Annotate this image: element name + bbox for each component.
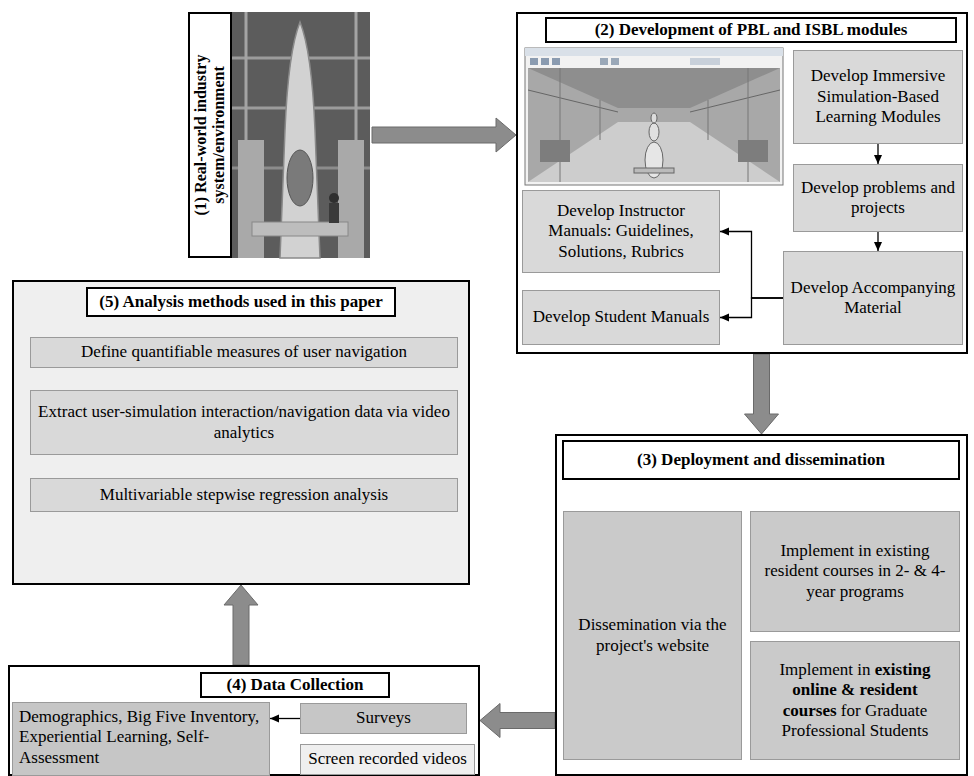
box-label: Screen recorded videos <box>308 749 467 769</box>
text-group: Implement inexisting online & resident c… <box>757 660 953 742</box>
pillar <box>600 100 601 140</box>
box-label: Define quantifiable measures of user nav… <box>81 342 407 362</box>
station <box>540 140 570 162</box>
side-structure <box>338 140 364 258</box>
pillar <box>708 100 709 140</box>
step-arrow <box>720 298 783 318</box>
flow-arrow <box>224 585 258 665</box>
process-box: Dissemination via the project's website <box>563 511 742 760</box>
box-label: Develop Immersive Simulation-Based Learn… <box>800 66 956 127</box>
text-group: Screen recorded videos <box>308 749 467 769</box>
box-label: Extract user-simulation interaction/navi… <box>37 402 451 443</box>
perspective-line <box>528 90 618 112</box>
box-label: Dissemination via the project's website <box>570 615 735 656</box>
process-box: Demographics, Big Five Inventory, Experi… <box>12 702 270 776</box>
box-label: Develop Accompanying Material <box>790 278 956 319</box>
aircraft-wing <box>634 168 674 173</box>
simulation-screenshot <box>525 48 783 185</box>
box-label: Implement in <box>779 660 870 679</box>
aircraft-model <box>649 123 659 141</box>
box-label: Develop Instructor Manuals: Guidelines, … <box>529 201 713 262</box>
tool-icon <box>552 58 560 65</box>
process-box: Develop Immersive Simulation-Based Learn… <box>793 50 963 144</box>
aircraft-model <box>651 113 657 123</box>
view-area <box>528 68 780 182</box>
process-box: Extract user-simulation interaction/navi… <box>30 390 458 455</box>
text-group: Implement in existing resident courses i… <box>757 541 953 602</box>
process-box: Develop Instructor Manuals: Guidelines, … <box>522 190 720 273</box>
window-frame <box>525 48 783 185</box>
worker-body <box>329 203 339 223</box>
aircraft-photo <box>232 12 370 258</box>
flow-arrow <box>745 354 779 434</box>
process-box: Develop problems and projects <box>793 164 963 232</box>
box-label: Demographics, Big Five Inventory, Experi… <box>19 707 263 768</box>
perspective-line <box>690 90 780 112</box>
stage-box: (4) Data CollectionDemographics, Big Fiv… <box>8 665 480 776</box>
vertical-label: (1) Real-world industry system/environme… <box>188 12 232 258</box>
floor <box>528 122 780 182</box>
text-group: Surveys <box>356 708 411 728</box>
stage-heading: (3) Deployment and dissemination <box>562 440 960 480</box>
step-arrow <box>877 144 878 164</box>
box-label: Implement in existing resident courses i… <box>757 541 953 602</box>
tool-icon <box>541 58 549 65</box>
box-label: Develop Student Manuals <box>533 307 710 327</box>
text-group: Define quantifiable measures of user nav… <box>81 342 407 362</box>
step-arrow <box>877 232 878 251</box>
stage-heading: (4) Data Collection <box>200 672 390 698</box>
title-bar <box>525 48 783 56</box>
text-group: Develop Student Manuals <box>533 307 710 327</box>
ceiling <box>528 68 780 108</box>
station <box>738 140 768 162</box>
step-arrow <box>720 232 783 299</box>
stage-heading: (5) Analysis methods used in this paper <box>86 287 396 317</box>
stage-box: (2) Development of PBL and ISBL modulesD… <box>516 12 968 354</box>
text-group: Demographics, Big Five Inventory, Experi… <box>19 707 263 768</box>
pillar <box>748 68 749 182</box>
stage-box: (3) Deployment and disseminationDissemin… <box>555 434 968 776</box>
process-box: Surveys <box>300 703 467 734</box>
pillar <box>560 68 561 182</box>
tool-field <box>690 58 720 65</box>
text-group: Extract user-simulation interaction/navi… <box>37 402 451 443</box>
text-group: Dissemination via the project's website <box>570 615 735 656</box>
text-group: Develop Immersive Simulation-Based Learn… <box>800 66 956 127</box>
system-panel: (1) Real-world industry system/environme… <box>188 12 372 258</box>
stage-heading: (2) Development of PBL and ISBL modules <box>545 17 957 43</box>
tool-icon <box>600 58 608 65</box>
worker-head <box>329 193 339 203</box>
process-box: Multivariable stepwise regression analys… <box>30 478 458 512</box>
photo-ground <box>232 12 370 258</box>
process-box: Define quantifiable measures of user nav… <box>30 337 458 368</box>
process-box: Develop Accompanying Material <box>783 251 963 345</box>
step-arrow <box>270 718 300 719</box>
tool-icon <box>530 58 538 65</box>
text-group: Develop problems and projects <box>800 178 956 219</box>
box-label: Develop problems and projects <box>800 178 956 219</box>
process-box: Screen recorded videos <box>300 744 475 775</box>
process-box: Implement in existing resident courses i… <box>750 511 960 632</box>
box-label: Surveys <box>356 708 411 728</box>
stage-box: (5) Analysis methods used in this paperD… <box>12 280 470 585</box>
process-box: Develop Student Manuals <box>522 290 720 345</box>
box-label: Multivariable stepwise regression analys… <box>100 485 388 505</box>
wing-root <box>252 222 348 236</box>
tool-icon <box>611 58 619 65</box>
text-group: Develop Instructor Manuals: Guidelines, … <box>529 201 713 262</box>
text-group: Develop Accompanying Material <box>790 278 956 319</box>
process-box: Implement inexisting online & resident c… <box>750 641 960 760</box>
side-structure <box>238 140 264 258</box>
canopy <box>287 150 313 206</box>
flow-arrow <box>480 704 555 738</box>
flow-arrow <box>372 118 516 152</box>
text-group: Multivariable stepwise regression analys… <box>100 485 388 505</box>
